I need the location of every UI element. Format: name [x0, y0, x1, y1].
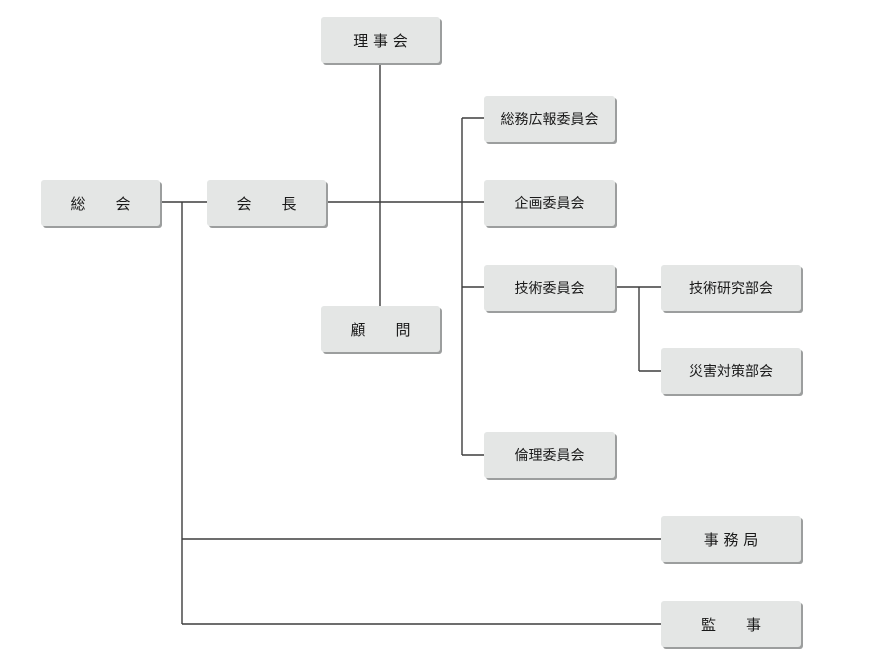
committee-ethics-box: 倫理委員会: [484, 432, 615, 478]
advisor-box: 顧 問: [321, 306, 440, 352]
committee-general-affairs-pr-box: 総務広報委員会: [484, 96, 615, 142]
committee-technical-box: 技術委員会: [484, 265, 615, 311]
president-box: 会 長: [207, 180, 326, 226]
subcommittee-disaster-countermeasures-box: 災害対策部会: [661, 348, 801, 394]
secretariat-box: 事 務 局: [661, 516, 801, 562]
committee-planning-box: 企画委員会: [484, 180, 615, 226]
auditor-box: 監 事: [661, 601, 801, 647]
subcommittee-technical-research-box: 技術研究部会: [661, 265, 801, 311]
board-box: 理 事 会: [321, 17, 440, 63]
general-meeting-box: 総 会: [41, 180, 160, 226]
